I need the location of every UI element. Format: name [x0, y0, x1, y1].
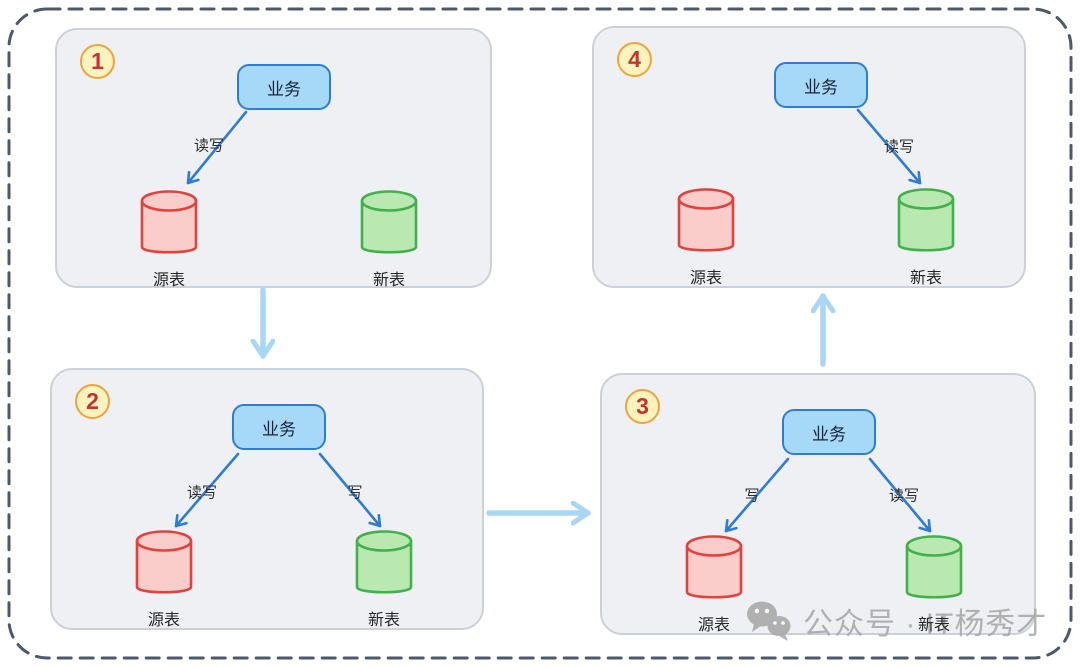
new-table-label: 新表	[367, 612, 400, 629]
step-number-badge: 3	[625, 389, 660, 424]
arrow-label-write: 写	[744, 487, 760, 505]
arrow-label-read-write: 读写	[186, 484, 218, 502]
step-panel-2: 2 业务 读写 写 源表 新表	[50, 368, 484, 630]
new-table-label: 新表	[909, 270, 942, 287]
new-table-label: 新表	[372, 272, 405, 289]
arrow-label-read-write: 读写	[193, 137, 225, 155]
source-table-cylinder-icon	[140, 190, 198, 254]
source-table-cylinder-icon	[135, 530, 193, 594]
business-box: 业务	[782, 409, 876, 455]
step-panel-3: 3 业务 写 读写 源表 新表	[600, 373, 1036, 635]
step-panel-4: 4 业务 读写 源表 新表	[592, 26, 1026, 288]
business-box: 业务	[237, 64, 331, 110]
source-table-label: 源表	[697, 617, 730, 634]
step-number-badge: 2	[75, 384, 110, 419]
source-table-label: 源表	[152, 272, 185, 289]
step-panel-1: 1 业务 读写 源表 新表	[55, 28, 492, 289]
source-table-cylinder-icon	[685, 535, 743, 599]
arrow-label-write: 写	[347, 484, 363, 502]
new-table-label: 新表	[917, 617, 950, 634]
business-box: 业务	[232, 404, 326, 450]
step-number-badge: 1	[80, 44, 115, 79]
source-table-label: 源表	[147, 612, 180, 629]
source-table-cylinder-icon	[677, 188, 735, 252]
step-number-badge: 4	[617, 42, 652, 77]
business-box: 业务	[774, 62, 868, 108]
new-table-cylinder-icon	[360, 190, 418, 254]
arrow-label-read-write: 读写	[883, 138, 915, 156]
new-table-cylinder-icon	[355, 530, 413, 594]
source-table-label: 源表	[689, 270, 722, 287]
new-table-cylinder-icon	[905, 535, 963, 599]
new-table-cylinder-icon	[897, 188, 955, 252]
arrow-label-read-write: 读写	[888, 487, 920, 505]
